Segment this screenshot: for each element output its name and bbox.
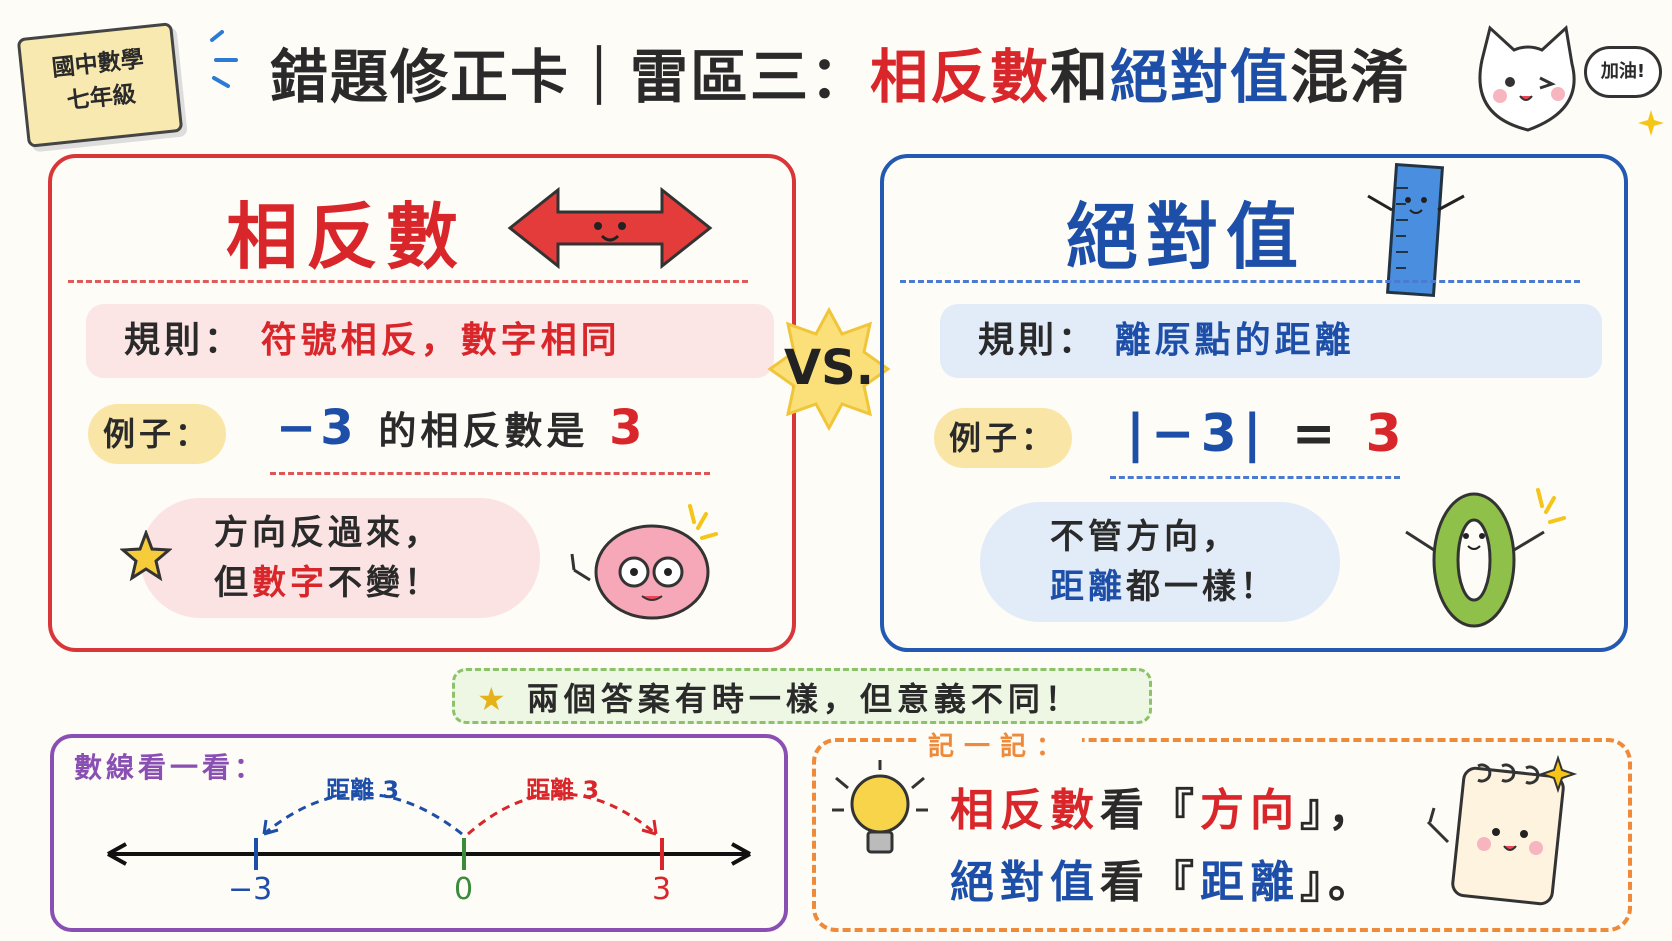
example-label-pill: 例子： bbox=[88, 404, 226, 464]
distance-right-label: 距離 3 bbox=[526, 776, 600, 804]
lightbulb-icon bbox=[832, 760, 928, 854]
remember-text: 』， bbox=[1300, 785, 1378, 836]
remember-keyword: 相反數 bbox=[950, 785, 1100, 836]
axis-arrow-right bbox=[731, 842, 751, 866]
cat-speech-bubble: 加油! bbox=[1584, 46, 1662, 98]
remember-keyword: 距離 bbox=[1200, 857, 1300, 908]
opposite-example: −3 的相反數是 3 bbox=[276, 400, 646, 456]
tip-highlight: 數字 bbox=[252, 563, 328, 603]
double-arrow-icon bbox=[507, 186, 713, 270]
number-line-title: 數線看一看： bbox=[74, 751, 267, 784]
rule-text: 離原點的距離 bbox=[1114, 320, 1355, 361]
star-icon: ★ bbox=[477, 680, 511, 718]
tick-label-pos3: 3 bbox=[652, 872, 672, 907]
tip-line2: 但數字不變！ bbox=[140, 558, 540, 608]
remember-line1: 相反數看『方向』， bbox=[950, 774, 1378, 838]
example-answer: 3 bbox=[609, 400, 647, 456]
title-absolute: 絕對值 bbox=[1110, 43, 1291, 111]
tip-text: 都一樣！ bbox=[1126, 567, 1278, 607]
remember-line2: 絕對值看『距離』。 bbox=[950, 846, 1378, 910]
title-prefix: 錯題修正卡｜雷區三： bbox=[270, 43, 871, 111]
example-answer: 3 bbox=[1365, 404, 1408, 464]
absolute-value-panel bbox=[880, 154, 1628, 652]
example-label-pill: 例子： bbox=[934, 408, 1072, 468]
ruler-mascot-icon bbox=[1367, 162, 1465, 298]
sparkle-lines-icon bbox=[210, 30, 238, 88]
grade-badge: 國中數學 七年級 bbox=[16, 22, 184, 148]
example-eq: = bbox=[1291, 404, 1342, 464]
arc-left-head bbox=[262, 819, 279, 836]
example-num: −3 bbox=[276, 400, 358, 456]
tick-label-zero: 0 bbox=[454, 872, 474, 907]
vs-label: VS. bbox=[784, 340, 874, 396]
underline bbox=[270, 472, 710, 475]
cat-mascot-icon bbox=[1478, 25, 1576, 132]
arc-left bbox=[263, 792, 463, 836]
remember-text: 看『 bbox=[1100, 857, 1200, 908]
star-icon bbox=[120, 530, 172, 582]
remember-text: 』。 bbox=[1300, 857, 1378, 908]
distance-left-label: 距離 3 bbox=[326, 776, 400, 804]
tick-label-neg3: −3 bbox=[228, 872, 273, 907]
absolute-heading: 絕對值 bbox=[1066, 195, 1307, 279]
example-expr: |−3| bbox=[1126, 404, 1268, 464]
brain-mascot-icon bbox=[570, 504, 718, 620]
tip-text: 不變！ bbox=[328, 563, 442, 603]
note-text: 兩個答案有時一樣，但意義不同！ bbox=[526, 680, 1082, 718]
arc-right-head bbox=[641, 819, 658, 836]
notepad-mascot-icon bbox=[1426, 754, 1578, 906]
example-mid: 的相反數是 bbox=[378, 409, 589, 453]
remember-title: 記一記： bbox=[918, 726, 1083, 763]
remember-keyword: 絕對值 bbox=[950, 857, 1100, 908]
axis-arrow-left bbox=[107, 842, 127, 866]
tip-line2: 距離都一樣！ bbox=[980, 562, 1340, 612]
absolute-example: |−3| = 3 bbox=[1126, 404, 1408, 464]
number-line-svg bbox=[107, 792, 751, 870]
tip-line1: 方向反過來， bbox=[214, 513, 442, 553]
divider bbox=[900, 280, 1580, 283]
tip-text: 但 bbox=[214, 563, 252, 603]
page-title: 錯題修正卡｜雷區三：相反數和絕對值混淆 bbox=[270, 30, 1410, 114]
rule-label: 規則： bbox=[978, 320, 1099, 361]
tip-line1: 不管方向， bbox=[1050, 517, 1240, 557]
rule-text: 符號相反，數字相同 bbox=[260, 320, 621, 361]
opposite-tip-bubble: 方向反過來， 但數字不變！ bbox=[140, 498, 540, 618]
star-sparkle-icon bbox=[1638, 110, 1664, 136]
rule-label: 規則： bbox=[124, 320, 245, 361]
arc-right bbox=[467, 792, 657, 836]
opposite-rule-box: 規則： 符號相反，數字相同 bbox=[86, 304, 774, 378]
title-suffix: 混淆 bbox=[1290, 43, 1411, 111]
title-and: 和 bbox=[1050, 43, 1111, 111]
zero-mascot-icon bbox=[1405, 488, 1566, 628]
remember-panel bbox=[812, 738, 1632, 932]
vs-burst-icon bbox=[767, 306, 891, 432]
absolute-rule-box: 規則： 離原點的距離 bbox=[940, 304, 1602, 378]
underline bbox=[1110, 476, 1400, 479]
number-line-panel bbox=[50, 734, 788, 932]
absolute-tip-bubble: 不管方向， 距離都一樣！ bbox=[980, 502, 1340, 622]
title-opposite: 相反數 bbox=[870, 43, 1051, 111]
divider bbox=[68, 280, 748, 283]
remember-keyword: 方向 bbox=[1200, 785, 1300, 836]
note-banner: ★ 兩個答案有時一樣，但意義不同！ bbox=[452, 668, 1152, 724]
tip-highlight: 距離 bbox=[1050, 567, 1126, 607]
opposite-heading: 相反數 bbox=[226, 195, 467, 279]
remember-text: 看『 bbox=[1100, 785, 1200, 836]
